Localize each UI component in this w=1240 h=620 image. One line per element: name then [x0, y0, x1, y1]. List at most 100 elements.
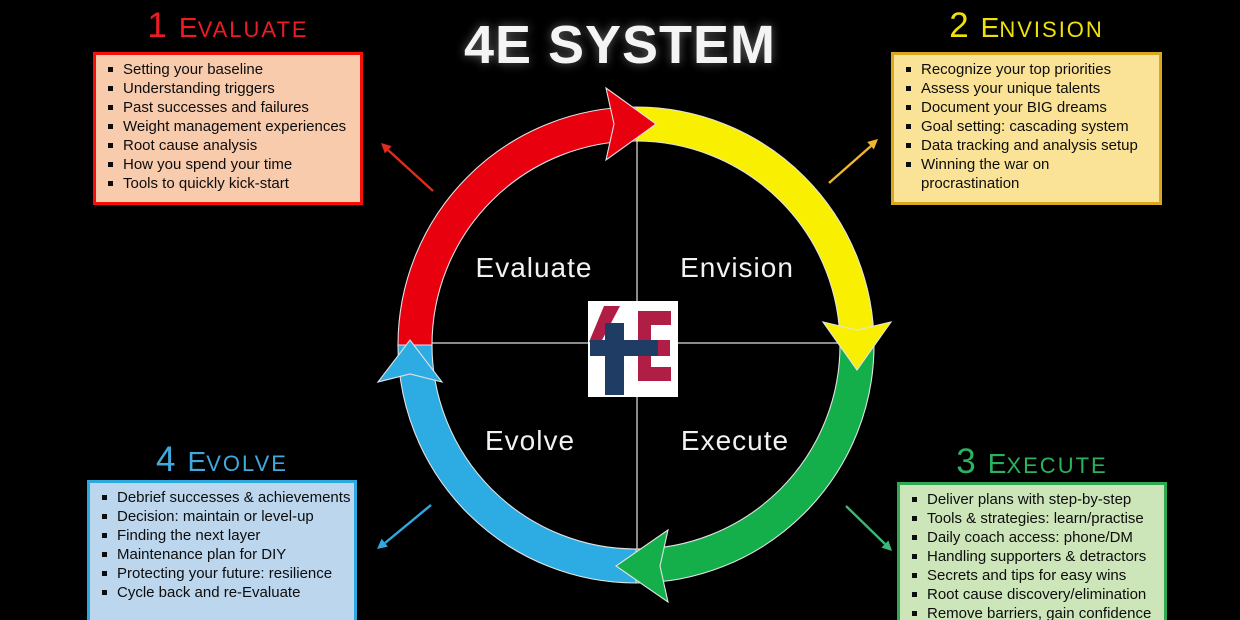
quadrant-label-evaluate: Evaluate	[475, 252, 593, 283]
logo-letter-4	[589, 306, 658, 395]
list-item: How you spend your time	[101, 155, 355, 174]
list-item-text: Decision: maintain or level-up	[117, 508, 314, 525]
list-item: Root cause analysis	[101, 136, 355, 155]
bullet-icon	[108, 143, 113, 148]
list-item-text: Deliver plans with step-by-step	[927, 491, 1132, 508]
list-item: Maintenance plan for DIY	[95, 545, 349, 564]
list-item: Recognize your top priorities	[899, 60, 1154, 79]
list-item-text: Protecting your future: resilience	[117, 565, 333, 582]
list-item: Understanding triggers	[101, 79, 355, 98]
list-item-text: Weight management experiences	[123, 118, 347, 135]
section-word: EVALUATE	[178, 12, 309, 43]
section-number: 3	[956, 442, 976, 481]
bullet-icon	[108, 181, 113, 186]
arrowhead-red-icon	[605, 86, 657, 162]
bullet-icon	[108, 162, 113, 167]
list-item-text: Data tracking and analysis setup	[921, 137, 1138, 154]
list-item-text: Secrets and tips for easy wins	[927, 567, 1127, 584]
list-item: Debrief successes & achievements	[95, 488, 351, 507]
arrowhead-green-icon	[615, 528, 669, 604]
bullet-icon	[102, 533, 107, 538]
bullet-icon	[102, 552, 107, 557]
bullet-icon	[102, 514, 107, 519]
section-word: ENVISION	[980, 12, 1104, 43]
arrowhead-yellow-icon	[821, 321, 893, 371]
list-item: Data tracking and analysis setup	[899, 136, 1154, 155]
arrowhead-blue-icon	[376, 339, 444, 383]
bullet-icon	[912, 611, 917, 616]
list-item-text: Tools & strategies: learn/practise	[927, 510, 1144, 527]
bullet-icon	[906, 143, 911, 148]
list-item: Tools to quickly kick-start	[101, 174, 355, 193]
list-item-text: Assess your unique talents	[921, 80, 1101, 97]
connector-arrow-evolve	[377, 504, 432, 549]
bullet-icon	[906, 67, 911, 72]
list-item-text: Handling supporters & detractors	[927, 548, 1147, 565]
connector-arrow-evaluate	[381, 143, 434, 192]
list-item: Remove barriers, gain confidence	[905, 604, 1159, 620]
bullet-icon	[906, 105, 911, 110]
list-item: Goal setting: cascading system	[899, 117, 1154, 136]
list-item-text: Maintenance plan for DIY	[117, 546, 287, 563]
section-word: EXECUTE	[987, 448, 1108, 479]
bullet-icon	[906, 86, 911, 91]
bullet-icon	[906, 162, 911, 167]
list-item: Secrets and tips for easy wins	[905, 566, 1159, 585]
bullet-icon	[906, 124, 911, 129]
bullet-icon	[102, 571, 107, 576]
list-item: Protecting your future: resilience	[95, 564, 349, 583]
section-word: EVOLVE	[187, 446, 288, 477]
quadrant-label-execute: Execute	[680, 425, 790, 456]
list-item-text: Remove barriers, gain confidence	[927, 605, 1152, 620]
list-item-text: Document your BIG dreams	[921, 99, 1107, 116]
list-item: Handling supporters & detractors	[905, 547, 1159, 566]
bullet-icon	[108, 67, 113, 72]
page-title: 4E SYSTEM	[463, 15, 777, 75]
list-item-text: Tools to quickly kick-start	[123, 175, 289, 192]
list-item: Daily coach access: phone/DM	[905, 528, 1159, 547]
section-title-evaluate: 1 EVALUATE	[93, 8, 363, 43]
list-item-text: Goal setting: cascading system	[921, 118, 1129, 135]
section-title-evolve: 4 EVOLVE	[87, 442, 357, 477]
list-item: Deliver plans with step-by-step	[905, 490, 1159, 509]
bullet-icon	[108, 86, 113, 91]
connector-arrow-envision	[828, 139, 878, 184]
list-item-text: Winning the war on procrastination	[921, 156, 1050, 192]
list-item: Past successes and failures	[101, 98, 355, 117]
section-number: 4	[156, 440, 176, 479]
list-item: Decision: maintain or level-up	[95, 507, 349, 526]
bullet-icon	[912, 516, 917, 521]
list-item: Assess your unique talents	[899, 79, 1154, 98]
list-item-text: Past successes and failures	[123, 99, 309, 116]
bullet-icon	[912, 554, 917, 559]
bullet-icon	[912, 497, 917, 502]
list-item: Tools & strategies: learn/practise	[905, 509, 1159, 528]
list-item: Document your BIG dreams	[899, 98, 1154, 117]
bullet-icon	[912, 573, 917, 578]
list-item: Setting your baseline	[101, 60, 355, 79]
section-title-execute: 3 EXECUTE	[897, 444, 1167, 479]
list-item: Cycle back and re-Evaluate	[95, 583, 349, 602]
list-item-text: Finding the next layer	[117, 527, 261, 544]
logo-4e	[588, 301, 678, 397]
section-number: 1	[147, 6, 167, 45]
list-item-text: Recognize your top priorities	[921, 61, 1112, 78]
bullet-icon	[912, 535, 917, 540]
list-item-text: Cycle back and re-Evaluate	[117, 584, 301, 601]
list-item: Winning the war on procrastination	[899, 155, 1154, 193]
list-item-text: Debrief successes & achievements	[117, 489, 351, 506]
bullet-icon	[102, 495, 107, 500]
quadrant-label-evolve: Evolve	[484, 425, 576, 456]
list-item-text: Daily coach access: phone/DM	[927, 529, 1133, 546]
list-item-text: How you spend your time	[123, 156, 293, 173]
